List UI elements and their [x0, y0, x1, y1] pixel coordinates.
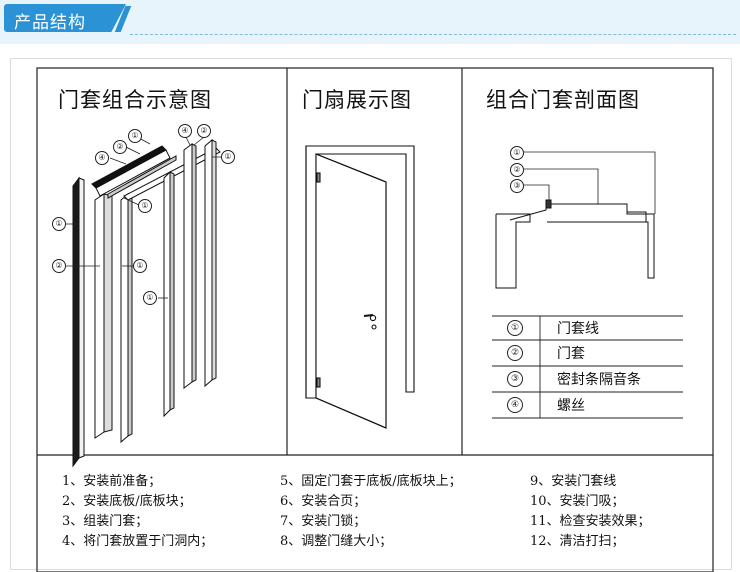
- callout-4-right: ④: [178, 124, 192, 138]
- callout-1-top: ①: [128, 129, 142, 143]
- step-9: 9、安装门套线: [530, 474, 617, 489]
- step-10: 10、安装门吸；: [530, 494, 625, 509]
- header-tab: [4, 4, 126, 32]
- callout-2-right: ②: [197, 124, 211, 138]
- legend-label-1: 门套线: [557, 321, 599, 337]
- callout-1-right: ①: [221, 150, 235, 164]
- step-1: 1、安装前准备；: [62, 474, 162, 489]
- legend-label-3: 密封条隔音条: [557, 372, 641, 388]
- callout-1-head: ①: [138, 199, 152, 213]
- door-frame-assembly-drawing: [72, 138, 221, 468]
- step-12: 12、清洁打扫；: [530, 534, 625, 549]
- header-dashed-line: [130, 34, 736, 35]
- assembly-title: 门套组合示意图: [58, 88, 212, 112]
- callout-1-mid: ①: [133, 259, 147, 273]
- legend-num-4: ④: [507, 397, 523, 413]
- callout-1-left: ①: [52, 217, 66, 231]
- legend-label-4: 螺丝: [557, 398, 585, 414]
- legend-label-2: 门套: [557, 346, 585, 362]
- callout-4-top: ④: [95, 151, 109, 165]
- section-title-label: 组合门套剖面图: [486, 88, 640, 112]
- legend-num-3: ③: [507, 371, 523, 387]
- door-leaf-title: 门扇展示图: [302, 88, 412, 112]
- section-title: 产品结构: [14, 13, 86, 33]
- step-4: 4、将门套放置于门洞内；: [62, 534, 214, 549]
- callout-2-top: ②: [113, 140, 127, 154]
- section-header: 产品结构: [0, 0, 740, 44]
- legend-num-2: ②: [507, 345, 523, 361]
- callout-1-post: ①: [143, 291, 157, 305]
- legend-num-1: ①: [507, 320, 523, 336]
- step-3: 3、组装门套；: [62, 514, 149, 529]
- section-drawing: [495, 199, 655, 289]
- section-callout-1: ①: [510, 146, 524, 160]
- step-7: 7、安装门锁；: [280, 514, 367, 529]
- section-callout-2: ②: [510, 163, 524, 177]
- step-5: 5、固定门套于底板/底板块上；: [280, 474, 462, 489]
- door-leaf-drawing: [305, 145, 415, 429]
- section-callout-3: ③: [510, 179, 524, 193]
- legend-table-lines: [492, 315, 683, 419]
- step-6: 6、安装合页；: [280, 494, 367, 509]
- callout-2-left: ②: [52, 259, 66, 273]
- diagram-frame: [36, 67, 714, 572]
- step-11: 11、检查安装效果；: [530, 514, 651, 529]
- section-leader-lines: [524, 151, 656, 214]
- step-8: 8、调整门缝大小；: [280, 534, 393, 549]
- step-2: 2、安装底板/底板块；: [62, 494, 192, 509]
